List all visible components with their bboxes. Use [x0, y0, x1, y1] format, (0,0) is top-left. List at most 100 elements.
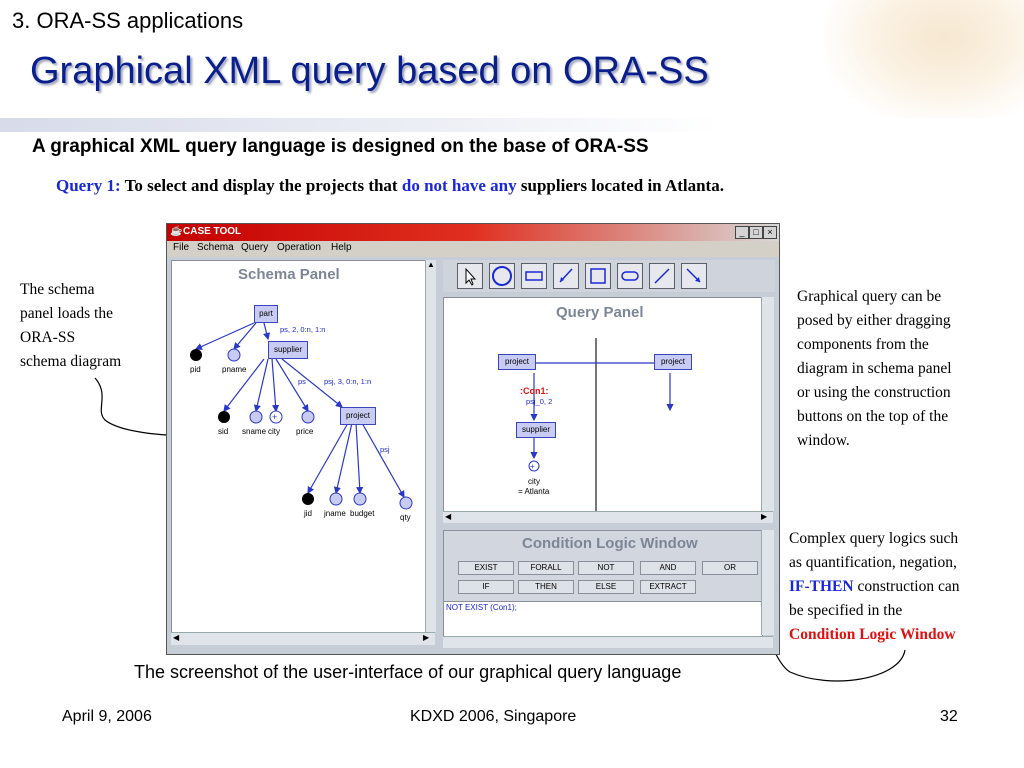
query-project-right-node[interactable]: project	[654, 354, 692, 370]
label-sname: sname	[242, 427, 267, 436]
window-title: CASE TOOL	[183, 226, 242, 237]
case-tool-window: ☕ CASE TOOL _ □ × File Schema Query Oper…	[166, 223, 780, 655]
note-left-line: schema diagram	[20, 353, 122, 370]
note-right-line: diagram in schema panel	[797, 360, 952, 377]
edge-label-psj: psj, 3, 0:n, 1:n	[324, 377, 372, 386]
query-diagram: +	[528, 338, 674, 512]
note-right: Graphical query can be posed by either d…	[797, 285, 952, 453]
rounded-rect-icon	[621, 271, 639, 281]
qty-node	[399, 496, 413, 510]
condition-hscroll[interactable]	[443, 636, 773, 648]
scroll-right-icon[interactable]: ▶	[761, 512, 768, 521]
or-button[interactable]: OR	[702, 561, 758, 575]
window-title-bar[interactable]: ☕ CASE TOOL _ □ ×	[167, 224, 779, 241]
note-right-line: or using the construction	[797, 384, 951, 401]
condition-text-area[interactable]: NOT EXIST (Con1);	[443, 601, 763, 637]
query-highlight: do not have any	[401, 176, 517, 195]
note-left-line: ORA-SS	[20, 329, 76, 346]
diagonal-arrow-icon	[686, 268, 701, 283]
schema-panel[interactable]: Schema Panel	[171, 260, 427, 634]
label-budget: budget	[350, 509, 375, 518]
pname-node	[227, 348, 241, 362]
label-sid: sid	[218, 427, 229, 436]
menu-bar: File Schema Query Operation Help	[167, 241, 779, 257]
query-city-node	[528, 460, 540, 472]
query-supplier-node[interactable]: supplier	[516, 422, 556, 438]
label-pname: pname	[222, 365, 247, 374]
price-node	[301, 410, 315, 424]
note-right-line: posed by either dragging	[797, 312, 951, 329]
note-left-line: The schema	[20, 281, 95, 298]
scroll-up-icon[interactable]: ▲	[427, 260, 435, 269]
sname-node	[249, 410, 263, 424]
pid-node	[190, 349, 202, 361]
menu-operation[interactable]: Operation	[277, 242, 321, 253]
header-band	[0, 118, 1024, 132]
schema-part-node[interactable]: part	[254, 305, 278, 323]
budget-node	[353, 492, 367, 506]
rectangle-icon	[525, 271, 543, 281]
section-heading: 3. ORA-SS applications	[12, 8, 244, 33]
city-plus: +	[272, 412, 277, 422]
maximize-button[interactable]: □	[749, 226, 763, 239]
circle-tool-button[interactable]	[489, 263, 515, 289]
rounded-rect-tool-button[interactable]	[617, 263, 643, 289]
exist-button[interactable]: EXIST	[458, 561, 514, 575]
menu-help[interactable]: Help	[331, 242, 352, 253]
condition-vscroll[interactable]	[761, 530, 774, 635]
schema-vscroll[interactable]: ▲	[425, 260, 436, 632]
arrow-tool-button[interactable]	[553, 263, 579, 289]
scroll-right-icon[interactable]: ▶	[423, 633, 430, 642]
condition-window-title: Condition Logic Window	[522, 535, 698, 552]
square-tool-button[interactable]	[585, 263, 611, 289]
else-button[interactable]: ELSE	[578, 580, 634, 594]
not-button[interactable]: NOT	[578, 561, 634, 575]
then-button[interactable]: THEN	[518, 580, 574, 594]
scroll-left-icon[interactable]: ◀	[445, 512, 452, 521]
query-hscroll[interactable]: ◀ ▶	[443, 511, 773, 523]
schema-hscroll[interactable]: ◀ ▶	[171, 632, 435, 645]
arrow-icon	[559, 268, 573, 283]
query-label: Query 1:	[56, 176, 121, 195]
java-cup-icon: ☕	[170, 226, 183, 237]
city-node	[269, 410, 283, 424]
close-button[interactable]: ×	[763, 226, 777, 239]
header-decoration	[824, 0, 1024, 125]
query-panel-title: Query Panel	[556, 304, 644, 321]
note-condition: Complex query logics such as quantificat…	[789, 527, 959, 647]
note-condition-line-rest: construction can	[857, 578, 960, 595]
note-condition-line: Complex query logics such	[789, 530, 959, 547]
scroll-left-icon[interactable]: ◀	[173, 633, 180, 642]
pointer-tool-button[interactable]	[457, 263, 483, 289]
forall-button[interactable]: FORALL	[518, 561, 574, 575]
menu-schema[interactable]: Schema	[197, 242, 234, 253]
pointer-icon	[465, 267, 477, 286]
menu-query[interactable]: Query	[241, 242, 269, 253]
schema-project-node[interactable]: project	[340, 407, 376, 425]
query-vscroll[interactable]	[761, 297, 774, 511]
line-tool-button[interactable]	[649, 263, 675, 289]
if-button[interactable]: IF	[458, 580, 514, 594]
sid-node	[218, 411, 230, 423]
minimize-button[interactable]: _	[735, 226, 749, 239]
clw-highlight: Condition Logic Window	[789, 626, 956, 643]
query-project-left-node[interactable]: project	[498, 354, 536, 370]
jname-node	[329, 492, 343, 506]
square-icon	[590, 268, 606, 284]
label-pid: pid	[190, 365, 201, 374]
and-button[interactable]: AND	[640, 561, 696, 575]
extract-button[interactable]: EXTRACT	[640, 580, 696, 594]
label-qty: qty	[400, 513, 411, 522]
rectangle-tool-button[interactable]	[521, 263, 547, 289]
query-city-condition: = Atlanta	[518, 487, 550, 496]
diagonal-arrow-tool-button[interactable]	[681, 263, 707, 289]
footer-page-number: 32	[940, 708, 958, 725]
condition-text: NOT EXIST (Con1);	[446, 603, 517, 612]
label-jid: jid	[304, 509, 313, 518]
schema-supplier-node[interactable]: supplier	[268, 341, 308, 359]
footer-event: KDXD 2006, Singapore	[410, 708, 577, 725]
slide-subtitle: A graphical XML query language is design…	[32, 136, 649, 157]
menu-file[interactable]: File	[173, 242, 190, 253]
note-condition-line: IF-THEN construction can	[789, 575, 959, 599]
query-panel[interactable]: Query Panel + project project :Con1: psj…	[443, 297, 763, 513]
